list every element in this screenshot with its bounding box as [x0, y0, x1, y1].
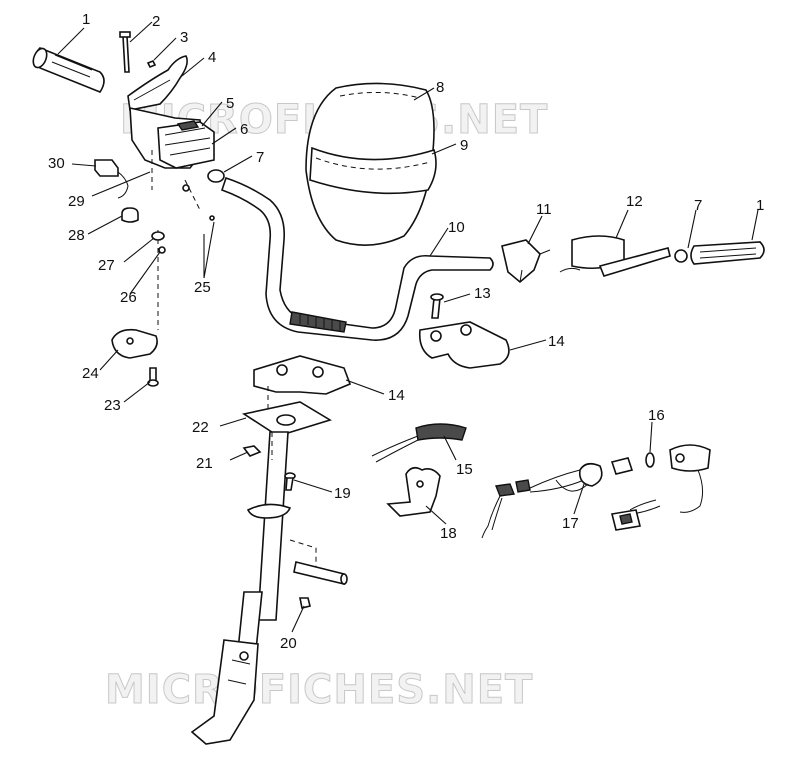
callout-15: 15: [456, 461, 473, 478]
leader-lines: [57, 21, 759, 633]
callout-3: 3: [180, 29, 188, 46]
callout-17: 17: [562, 515, 579, 532]
right-grip: [690, 241, 765, 265]
callout-16: 16: [648, 407, 665, 424]
callout-18: 18: [440, 525, 457, 542]
callout-14-center: 14: [388, 387, 405, 404]
upper-clamp: [418, 321, 510, 369]
washer-20: [299, 597, 311, 609]
callout-11: 11: [536, 201, 552, 218]
brake-lever: [127, 55, 188, 111]
bar-end-right: [674, 249, 688, 263]
lower-clamp: [253, 355, 352, 395]
pin-20: [293, 561, 348, 586]
callout-24: 24: [82, 365, 99, 382]
callout-labels: 1 2 3 4 5 6 7 8 9 10 11 12 7 1 13 14 14 …: [48, 11, 764, 652]
watermark-bottom: MICROFICHES.NET: [105, 667, 533, 713]
wire-harness: [481, 462, 603, 539]
callout-30: 30: [48, 155, 65, 172]
nut-small: [158, 246, 166, 254]
lever-clip: [146, 59, 157, 69]
master-cylinder-housing: [129, 106, 215, 169]
callout-1-left: 1: [82, 11, 90, 28]
washer: [151, 231, 165, 241]
callout-1-right: 1: [756, 197, 764, 214]
plug-cap: [121, 207, 139, 223]
callout-26: 26: [120, 289, 137, 306]
mount-bracket: [111, 328, 158, 359]
callout-22: 22: [192, 419, 209, 436]
right-master-cylinder: [559, 235, 671, 277]
bracket-screw: [147, 367, 159, 387]
switch-bracket: [386, 466, 441, 517]
plug-connector: [611, 509, 641, 531]
callout-14-right: 14: [548, 333, 565, 350]
callout-9: 9: [460, 137, 468, 154]
wire-coil: [371, 423, 467, 463]
lock-washer: [645, 452, 655, 468]
screw-tiny: [209, 215, 215, 221]
callout-27: 27: [98, 257, 115, 274]
left-grip: [32, 47, 105, 93]
clamp-bolt: [430, 293, 444, 319]
hand-switch: [94, 159, 129, 199]
callout-7-left: 7: [256, 149, 264, 166]
callout-2: 2: [152, 13, 160, 30]
callout-28: 28: [68, 227, 85, 244]
callout-23: 23: [104, 397, 121, 414]
lever-pin: [119, 31, 131, 73]
callout-7-right: 7: [694, 197, 702, 214]
handlebar-pad: [305, 82, 437, 246]
callout-5: 5: [226, 95, 234, 112]
ignition-switch: [629, 444, 711, 515]
callout-20: 20: [280, 635, 297, 652]
callout-4: 4: [208, 49, 216, 66]
connector-nut: [610, 457, 634, 475]
callout-29: 29: [68, 193, 85, 210]
callout-12: 12: [626, 193, 643, 210]
callout-6: 6: [240, 121, 248, 138]
bolt-19: [284, 472, 296, 491]
throttle-housing: [501, 239, 551, 284]
handlebar: [220, 176, 494, 341]
callout-13: 13: [474, 285, 491, 302]
nut-21: [242, 445, 262, 457]
steering-post: [190, 431, 292, 745]
screw-small: [182, 184, 190, 192]
callout-8: 8: [436, 79, 444, 96]
callout-19: 19: [334, 485, 351, 502]
callout-10: 10: [448, 219, 465, 236]
steering-plate: [241, 401, 332, 437]
bar-end-left: [207, 169, 225, 183]
callout-21: 21: [196, 455, 213, 472]
callout-25: 25: [194, 279, 211, 296]
